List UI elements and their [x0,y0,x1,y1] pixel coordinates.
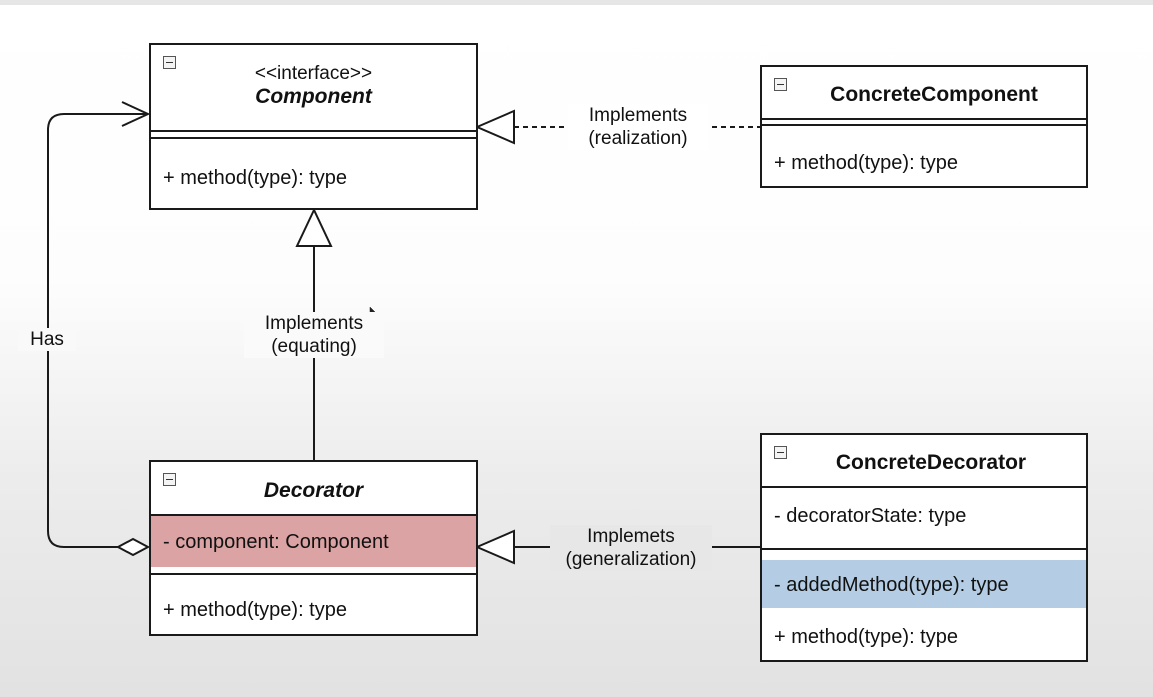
decorator-class[interactable]: Decorator - component: Component + metho… [149,460,478,636]
attribute-separator [151,130,476,132]
method-separator [762,548,1086,550]
concrete-component-class[interactable]: ConcreteComponent + method(type): type [760,65,1088,188]
decorator-attribute: - component: Component [163,531,389,553]
top-border [0,0,1153,5]
has-open-arrowhead [121,101,151,127]
attribute-separator [762,118,1086,120]
generalization-label-line2: (generalization) [565,549,697,570]
aggregation-diamond [115,537,151,557]
concrete-decorator-class[interactable]: ConcreteDecorator - decoratorState: type… [760,433,1088,662]
generalization-label-line1: Implemets [587,526,675,547]
decorator-class-name: Decorator [263,479,364,502]
component-class[interactable]: <<interface>> Component + method(type): … [149,43,478,210]
decorator-method: + method(type): type [163,599,347,621]
generalization-label: Implemets (generalization) [550,525,712,571]
has-label: Has [18,328,76,351]
has-label-text: Has [30,329,64,350]
collapse-icon[interactable] [774,446,787,459]
component-stereotype: <<interface>> [254,63,373,84]
method-separator [151,573,476,575]
collapse-icon[interactable] [774,78,787,91]
equating-label-line1: Implements [264,313,364,334]
realization-arrowhead [474,109,515,145]
attribute-separator [151,514,476,516]
collapse-icon[interactable] [163,56,176,69]
generalization-arrowhead [474,529,515,565]
concrete-decorator-method: + method(type): type [774,626,958,648]
collapse-icon[interactable] [163,473,176,486]
method-separator [151,137,476,139]
concrete-decorator-class-name: ConcreteDecorator [835,451,1027,474]
attribute-separator [762,486,1086,488]
concrete-component-method: + method(type): type [774,152,958,174]
equating-label-line2: (equating) [271,336,357,357]
concrete-component-class-name: ConcreteComponent [830,83,1038,106]
realization-label-line2: (realization) [588,128,688,149]
highlighted-method-row [762,560,1086,608]
equating-arrowhead [295,207,333,247]
method-separator [762,124,1086,126]
concrete-decorator-attribute: - decoratorState: type [774,505,967,527]
concrete-decorator-added-method: - addedMethod(type): type [774,574,1009,596]
realization-label-line1: Implements [588,105,688,126]
realization-label: Implements (realization) [568,104,708,150]
component-class-name: Component [255,85,372,108]
highlighted-attribute-row [151,516,476,567]
component-method: + method(type): type [163,167,347,189]
equating-label: Implements (equating) [244,312,384,358]
